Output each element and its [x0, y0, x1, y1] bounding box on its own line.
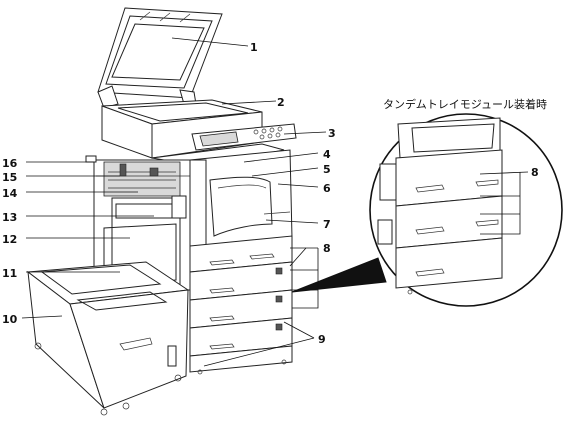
callout-2: 2: [277, 96, 285, 109]
callout-6: 6: [323, 182, 331, 195]
paper-tray-stack: [189, 235, 293, 375]
callout-5: 5: [323, 163, 331, 176]
callout-10: 10: [2, 313, 18, 326]
copier-illustration: [26, 7, 297, 416]
control-panel: [191, 123, 297, 151]
callout-3: 3: [328, 127, 336, 140]
callout-16: 16: [2, 157, 18, 170]
high-capacity-feeder: [26, 261, 190, 416]
inset-callout-8: 8: [531, 166, 539, 179]
inset-caption: タンデムトレイモジュール装着時: [383, 97, 547, 111]
callout-4: 4: [323, 148, 331, 161]
callout-7: 7: [323, 218, 331, 231]
inset-tandem-trays: [377, 117, 503, 295]
magnifier-pointer: [291, 257, 387, 293]
callout-13: 13: [2, 211, 17, 224]
callout-15: 15: [2, 171, 17, 184]
callout-9: 9: [318, 333, 326, 346]
callout-1: 1: [250, 41, 258, 54]
document-feeder-lid: [97, 7, 223, 109]
callout-11: 11: [2, 267, 17, 280]
callout-12: 12: [2, 233, 17, 246]
leader-lines: [21, 37, 529, 367]
callout-8: 8: [323, 242, 331, 255]
callout-14: 14: [2, 187, 18, 200]
callout-labels: 1 2 3 4 5 6 7 8 9 10 11 12 13 14 15 16 8…: [2, 41, 547, 346]
tandem-tray-inset: [291, 113, 563, 307]
